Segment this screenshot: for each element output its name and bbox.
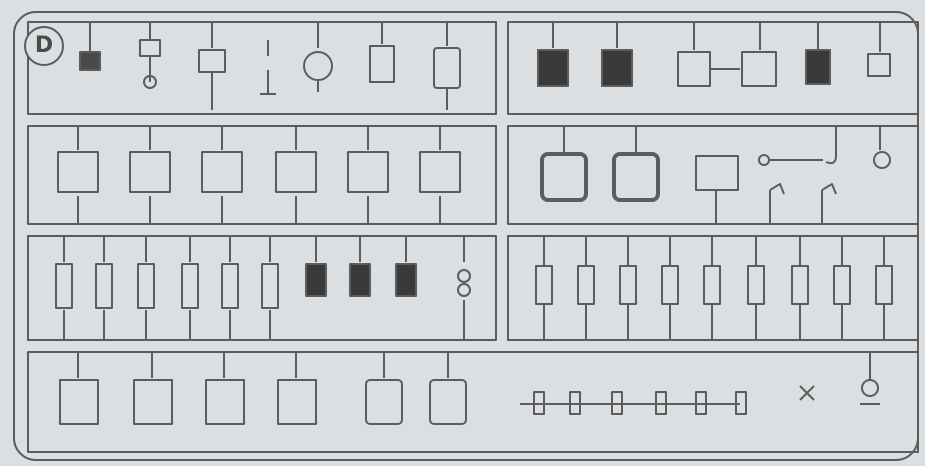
part: [133, 379, 173, 425]
part: [611, 391, 623, 415]
part: [619, 236, 637, 340]
part: [303, 51, 333, 81]
part: [805, 49, 831, 85]
part: [198, 49, 226, 73]
part: [79, 51, 101, 71]
part: [201, 151, 243, 193]
part: [457, 269, 471, 283]
compartment-row2-right: [507, 125, 919, 225]
sprue-letter: D: [24, 26, 64, 66]
parts-row3-left: [55, 236, 471, 340]
part: [703, 236, 721, 340]
part: [821, 183, 837, 224]
part: [395, 263, 417, 297]
part: [735, 391, 747, 415]
parts-row2-right: [540, 126, 891, 224]
part: [59, 379, 99, 425]
parts-row1-left: [79, 22, 461, 110]
part: [260, 40, 276, 95]
part: [347, 151, 389, 193]
part: [695, 155, 739, 191]
part: [873, 151, 891, 169]
part: [349, 263, 371, 297]
part: [867, 53, 891, 77]
part: [799, 385, 815, 401]
part: [305, 263, 327, 297]
parts-row3-right: [535, 236, 893, 340]
part: [758, 154, 770, 166]
part: [95, 263, 113, 309]
part: [429, 379, 467, 425]
part: [601, 49, 633, 87]
part: [277, 379, 317, 425]
gate: [825, 126, 837, 165]
part: [861, 379, 879, 397]
part: [535, 236, 553, 340]
part: [181, 263, 199, 309]
part: [537, 49, 569, 87]
part: [221, 263, 239, 309]
part: [205, 379, 245, 425]
part: [540, 152, 588, 202]
part: [677, 51, 711, 87]
compartment-row2-left: [27, 125, 497, 225]
compartment-bottom: [27, 351, 919, 453]
compartment-top-left: [27, 21, 497, 115]
part: [569, 391, 581, 415]
part: [457, 283, 471, 297]
part: [875, 236, 893, 340]
part: [741, 51, 777, 87]
part: [833, 236, 851, 340]
part: [275, 151, 317, 193]
parts-bottom: [59, 352, 880, 425]
part: [433, 47, 461, 89]
part: [365, 379, 403, 425]
part: [695, 391, 707, 415]
part: [261, 263, 279, 309]
part: [747, 236, 765, 340]
parts-row1-right: [537, 22, 891, 87]
compartment-top-right: [507, 21, 919, 115]
part: [137, 263, 155, 309]
part: [129, 151, 171, 193]
part: [791, 236, 809, 340]
compartment-row3-left: [27, 235, 497, 341]
part: [57, 151, 99, 193]
part: [612, 152, 660, 202]
part: [369, 45, 395, 83]
part: [769, 183, 785, 224]
part: [533, 391, 545, 415]
part: [55, 263, 73, 309]
parts-row2-left: [57, 126, 461, 224]
part: [577, 236, 595, 340]
part: [661, 236, 679, 340]
part: [139, 22, 161, 89]
part: [419, 151, 461, 193]
part: [655, 391, 667, 415]
